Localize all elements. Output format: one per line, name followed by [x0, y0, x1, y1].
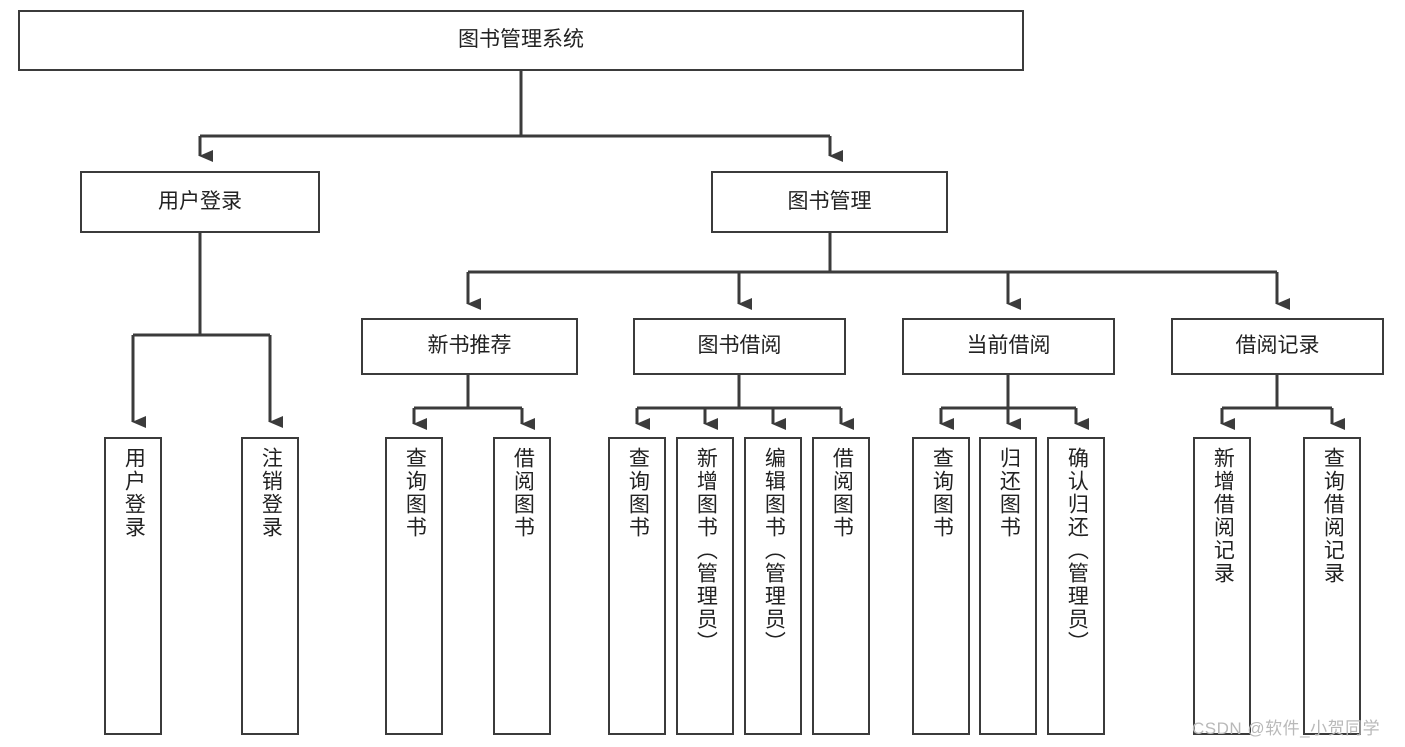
node-label: 图书管理系统 — [458, 28, 584, 52]
node-user-login[interactable]: 用户登录 — [80, 171, 320, 233]
leaf-confirm-return-admin[interactable]: 确认归还（管理员） — [1047, 437, 1105, 735]
node-label: 用户登录 — [122, 447, 146, 539]
node-book-manage[interactable]: 图书管理 — [711, 171, 948, 233]
node-label: 新增图书（管理员） — [694, 447, 718, 654]
leaf-user-login[interactable]: 用户登录 — [104, 437, 162, 735]
leaf-borrow-book-1[interactable]: 借阅图书 — [493, 437, 551, 735]
leaf-edit-book-admin[interactable]: 编辑图书（管理员） — [744, 437, 802, 735]
node-label: 借阅记录 — [1235, 334, 1320, 358]
csdn-watermark: CSDN @软件_小贺同学 — [1192, 719, 1381, 738]
leaf-query-book-1[interactable]: 查询图书 — [385, 437, 443, 735]
node-label: 图书管理 — [787, 189, 872, 213]
node-label: 查询图书 — [403, 447, 427, 539]
leaf-borrow-book-2[interactable]: 借阅图书 — [812, 437, 870, 735]
node-label: 编辑图书（管理员） — [762, 447, 786, 654]
node-label: 借阅图书 — [830, 447, 854, 539]
node-label: 借阅图书 — [511, 447, 535, 539]
node-label: 归还图书 — [997, 447, 1021, 539]
leaf-add-book-admin[interactable]: 新增图书（管理员） — [676, 437, 734, 735]
node-label: 查询图书 — [626, 447, 650, 539]
node-current-borrow[interactable]: 当前借阅 — [902, 318, 1115, 375]
node-label: 新增借阅记录 — [1211, 447, 1235, 585]
leaf-add-borrow-record[interactable]: 新增借阅记录 — [1193, 437, 1251, 735]
leaf-query-book-3[interactable]: 查询图书 — [912, 437, 970, 735]
leaf-query-borrow-record[interactable]: 查询借阅记录 — [1303, 437, 1361, 735]
node-root-book-management-system[interactable]: 图书管理系统 — [18, 10, 1024, 71]
node-new-book-recommend[interactable]: 新书推荐 — [361, 318, 578, 375]
node-label: 用户登录 — [158, 189, 242, 213]
leaf-return-book[interactable]: 归还图书 — [979, 437, 1037, 735]
leaf-logout-login[interactable]: 注销登录 — [241, 437, 299, 735]
node-label: 查询借阅记录 — [1321, 447, 1345, 585]
node-book-borrow[interactable]: 图书借阅 — [633, 318, 846, 375]
node-label: 当前借阅 — [966, 334, 1051, 358]
node-label: 注销登录 — [259, 447, 283, 539]
node-label: 查询图书 — [930, 447, 954, 539]
leaf-query-book-2[interactable]: 查询图书 — [608, 437, 666, 735]
node-borrow-record[interactable]: 借阅记录 — [1171, 318, 1384, 375]
node-label: 确认归还（管理员） — [1065, 447, 1089, 654]
node-label: 新书推荐 — [427, 334, 512, 358]
node-label: 图书借阅 — [697, 334, 782, 358]
